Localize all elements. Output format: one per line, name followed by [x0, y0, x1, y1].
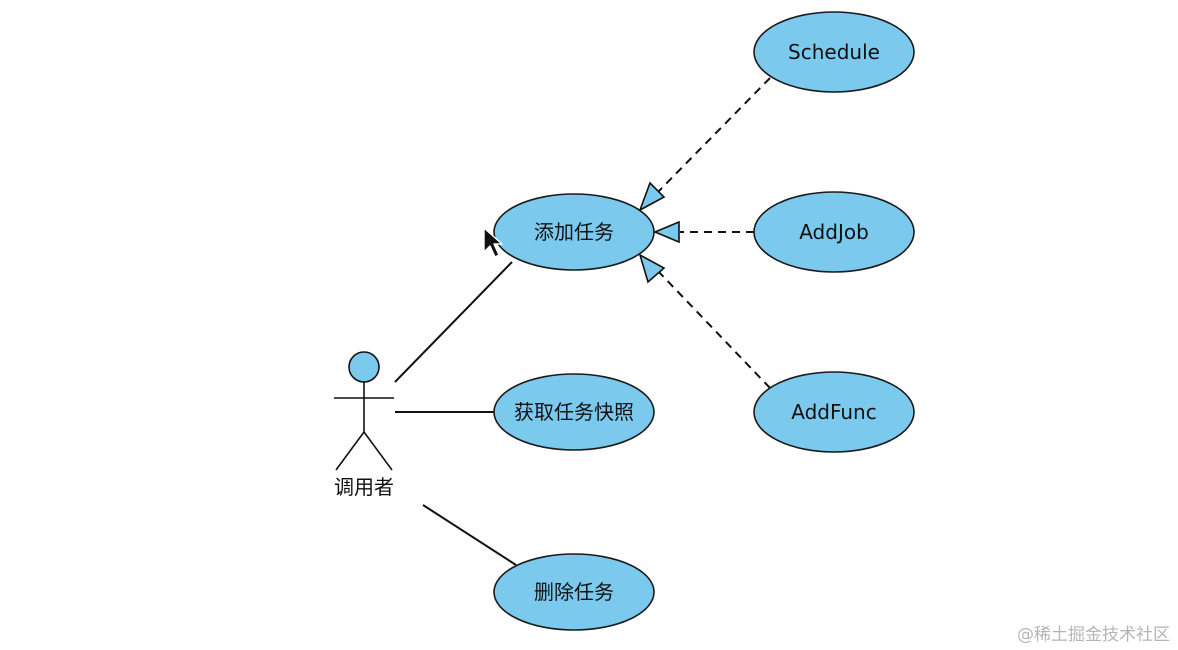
use-case-add-task-label: 添加任务: [534, 220, 614, 244]
use-case-schedule[interactable]: Schedule: [753, 11, 915, 93]
use-case-addfunc-label: AddFunc: [791, 400, 876, 424]
association-delete-task: [422, 504, 517, 566]
actor-right-leg: [363, 431, 393, 471]
arrowhead-schedule: [638, 181, 666, 212]
dependency-schedule: [655, 77, 771, 195]
actor-left-leg: [335, 431, 365, 471]
use-case-get-snapshot[interactable]: 获取任务快照: [493, 373, 655, 451]
use-case-schedule-label: Schedule: [788, 40, 880, 64]
watermark-text: @稀土掘金技术社区: [1017, 625, 1170, 645]
dependency-addfunc: [656, 269, 771, 389]
use-case-addjob-label: AddJob: [799, 220, 869, 244]
association-add-task: [394, 261, 513, 383]
use-case-delete-task[interactable]: 删除任务: [493, 553, 655, 631]
arrowhead-addjob: [652, 220, 680, 244]
use-case-get-snapshot-label: 获取任务快照: [514, 400, 634, 424]
use-case-add-task[interactable]: 添加任务: [493, 193, 655, 271]
actor-label: 调用者: [334, 475, 394, 499]
use-case-delete-task-label: 删除任务: [534, 580, 614, 604]
use-case-addfunc[interactable]: AddFunc: [753, 371, 915, 453]
actor-head: [348, 351, 380, 383]
use-case-addjob[interactable]: AddJob: [753, 191, 915, 273]
actor-stick-figure[interactable]: 调用者: [334, 351, 394, 499]
arrowhead-addfunc: [638, 253, 666, 284]
mouse-pointer-icon: [483, 227, 503, 258]
